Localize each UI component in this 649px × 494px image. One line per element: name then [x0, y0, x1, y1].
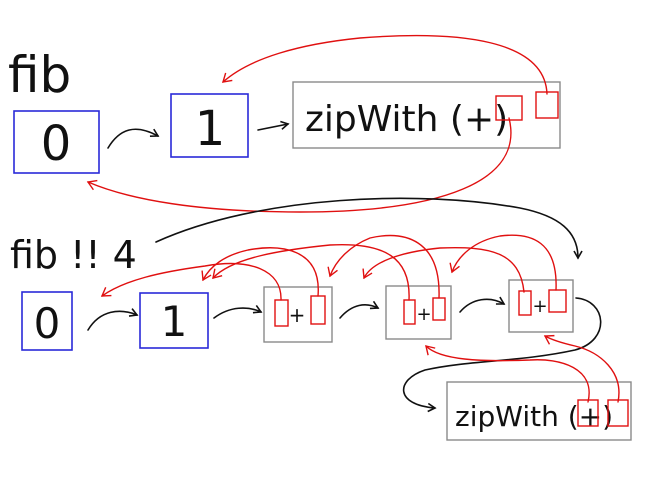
- bottom-cell-0-value: 0: [34, 299, 61, 348]
- top-cell-1-value: 1: [195, 101, 226, 157]
- bottom-zipwith-box: [446, 381, 632, 441]
- bottom-thunk-1-plus: +: [289, 303, 306, 327]
- top-thunk-arg2-cell: [535, 91, 559, 119]
- bottom-zipwith-thunk: zipWith (+): [446, 381, 632, 441]
- bottom-pointer-zip1-to-thunk-2: [425, 345, 590, 403]
- bottom-thunk-2-box: [385, 285, 452, 340]
- bottom-pointer-t3b-to-thunk-2: [449, 234, 557, 291]
- bottom-thunk-3-arg2-cell: [548, 289, 567, 313]
- top-thunk-box: [292, 81, 561, 149]
- top-cell-1: 1: [170, 93, 249, 158]
- bottom-cell-1-box: [139, 292, 209, 349]
- bottom-pointer-zip2-to-thunk-3: [543, 334, 620, 403]
- bottom-thunk-1: +: [263, 286, 333, 343]
- top-pointer-to-cell-0: [86, 117, 512, 213]
- bottom-cell-1-value: 1: [161, 297, 188, 346]
- bottom-pointer-t1a-to-cell-0: [100, 262, 282, 301]
- top-cell-0: 0: [13, 110, 100, 174]
- bottom-arrow-thunk1-thunk2: [339, 300, 380, 319]
- top-cell-0-box: [13, 110, 100, 174]
- bottom-pointer-t2a-to-cell-1: [212, 243, 410, 301]
- top-arrow-0-1: [107, 128, 160, 149]
- bottom-thunk-2-arg2-cell: [432, 297, 446, 321]
- bottom-thunk-3-box: [508, 279, 574, 333]
- bottom-cell-0: 0: [21, 291, 73, 351]
- bottom-pointer-t2b-to-thunk-1: [327, 234, 440, 299]
- bottom-thunk-3-plus: +: [532, 296, 547, 317]
- bottom-thunk-2-plus: +: [416, 304, 431, 325]
- bottom-thunk-3: +: [508, 279, 574, 333]
- fib-index-label: fib !! 4: [10, 233, 137, 277]
- top-thunk: zipWith (+): [292, 81, 561, 149]
- bottom-pointer-t3a-to-thunk-1: [362, 246, 525, 293]
- bottom-thunk-1-arg2-cell: [310, 295, 326, 325]
- bottom-thunk-1-box: [263, 286, 333, 343]
- bottom-index-arrow: [155, 197, 583, 260]
- top-cell-0-value: 0: [41, 116, 72, 172]
- bottom-arrow-1-thunk1: [213, 304, 263, 319]
- bottom-thunk-2-arg1-cell: [403, 299, 416, 325]
- bottom-pointer-t1b-to-cell-1: [201, 247, 319, 297]
- bottom-arrow-thunk2-thunk3: [459, 296, 506, 313]
- bottom-thunk-3-arg1-cell: [518, 290, 532, 316]
- top-arrow-1-thunk: [257, 120, 290, 131]
- top-pointer-to-cell-1: [222, 34, 548, 95]
- bottom-cell-1: 1: [139, 292, 209, 349]
- top-thunk-label: zipWith (+): [305, 99, 508, 140]
- bottom-thunk-2: +: [385, 285, 452, 340]
- bottom-thunk-1-arg1-cell: [274, 299, 289, 327]
- fib-label: fib: [8, 46, 71, 104]
- bottom-arrow-0-1: [87, 308, 139, 331]
- bottom-zipwith-label: zipWith (+): [455, 400, 613, 433]
- top-cell-1-box: [170, 93, 249, 158]
- bottom-cell-0-box: [21, 291, 73, 351]
